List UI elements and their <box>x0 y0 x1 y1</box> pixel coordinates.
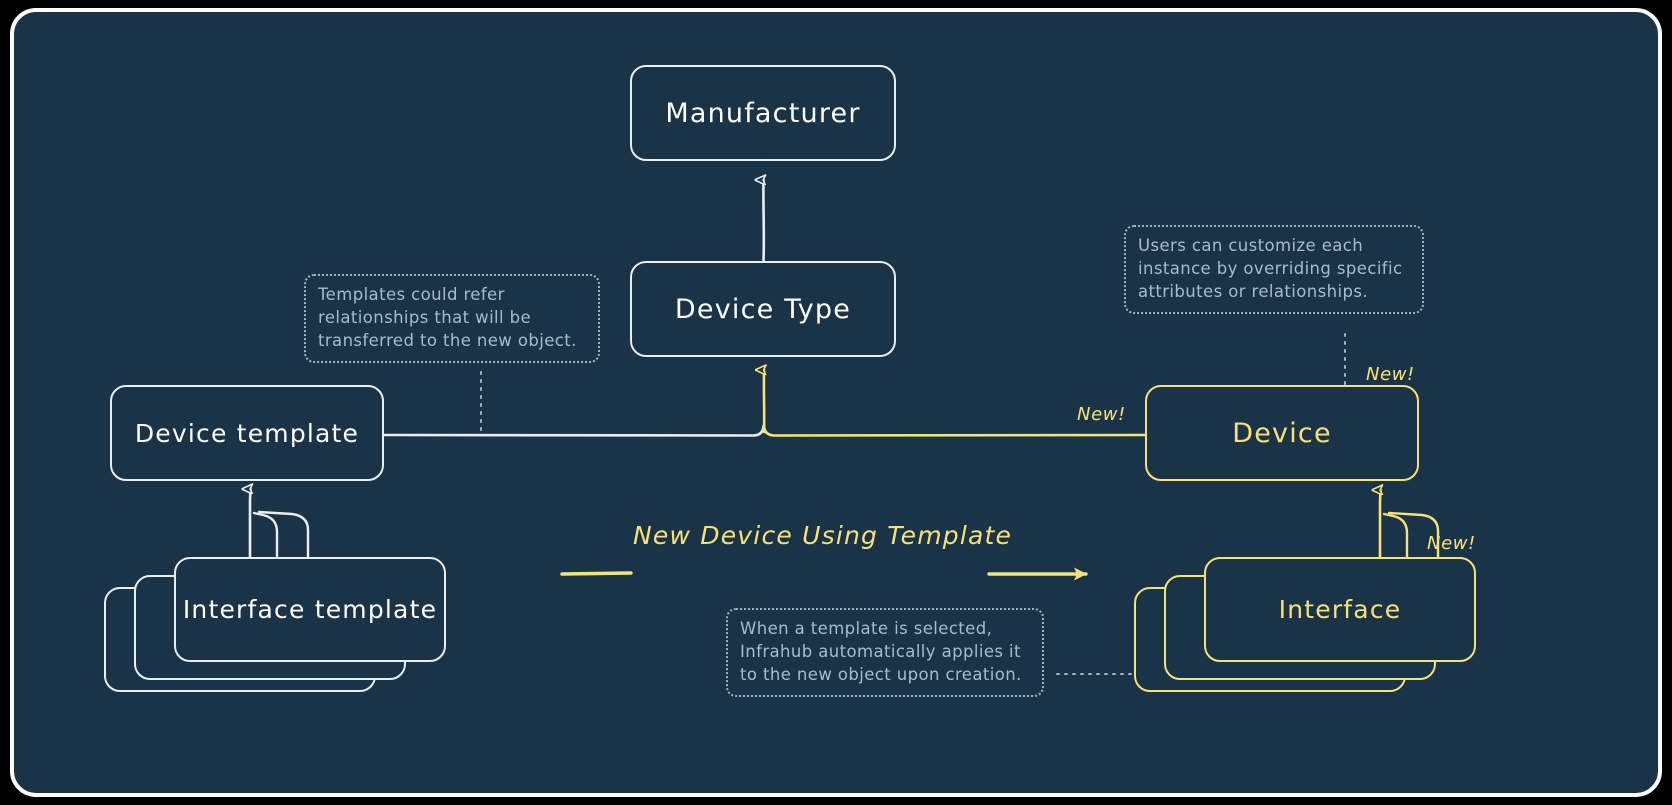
node-interface[interactable]: Interface <box>1204 557 1476 662</box>
flow-label: New Device Using Template <box>633 521 1013 550</box>
edge-devicetemplate-trunk <box>382 424 765 437</box>
node-manufacturer-label: Manufacturer <box>665 97 861 129</box>
badge-new-interface-top: New! <box>1427 533 1476 554</box>
diagram-canvas: Manufacturer Device Type Device template… <box>10 8 1662 797</box>
edge-interface-prong-2 <box>1382 512 1409 562</box>
edge-interfacetemplate-to-devicetemplate-main <box>250 489 251 559</box>
node-device[interactable]: Device <box>1145 385 1419 481</box>
node-device-template-label: Device template <box>134 418 360 448</box>
node-device-label: Device <box>1232 417 1332 449</box>
flow-arrow-left-segment <box>560 571 633 576</box>
edge-interfacetemplate-prong-3 <box>257 510 310 562</box>
edge-device-trunk-yellow <box>762 424 1147 437</box>
node-device-type-label: Device Type <box>674 293 852 325</box>
edge-interface-to-device-main <box>1380 490 1381 559</box>
badge-new-device-link: New! <box>1077 404 1126 425</box>
node-manufacturer[interactable]: Manufacturer <box>630 65 896 161</box>
node-interface-template-label: Interface template <box>182 595 438 624</box>
annotation-users-customize: Users can customize each instance by ove… <box>1124 225 1424 315</box>
edge-interfacetemplate-prong-2 <box>252 511 279 562</box>
annotation-templates-refer: Templates could refer relationships that… <box>304 274 600 364</box>
node-interface-label: Interface <box>1278 595 1402 624</box>
node-device-template[interactable]: Device template <box>110 385 384 481</box>
badge-new-device-top: New! <box>1366 364 1415 385</box>
node-device-type[interactable]: Device Type <box>630 261 896 357</box>
node-interface-template[interactable]: Interface template <box>174 557 446 662</box>
annotation-template-selected: When a template is selected, Infrahub au… <box>726 608 1044 698</box>
